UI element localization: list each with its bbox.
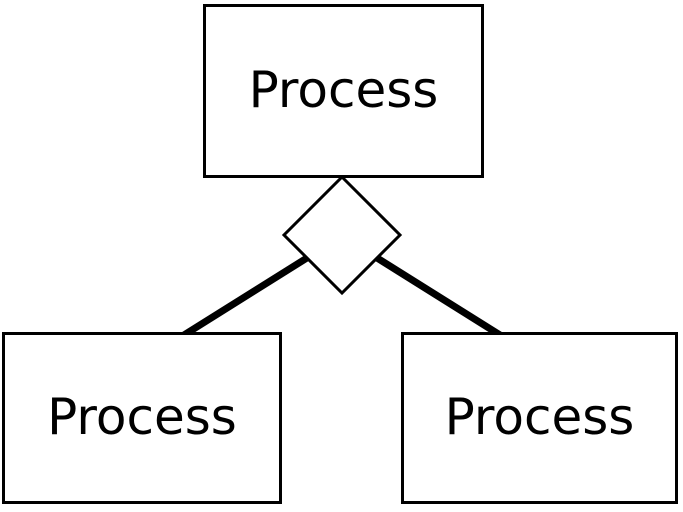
process-node-child-right: Process <box>401 332 678 504</box>
aggregation-diamond-icon <box>281 174 403 296</box>
process-node-parent: Process <box>203 4 484 178</box>
process-node-child-right-label: Process <box>444 388 635 447</box>
process-node-parent-label: Process <box>248 61 439 120</box>
process-node-child-left: Process <box>2 332 282 504</box>
process-node-child-left-label: Process <box>47 388 237 447</box>
